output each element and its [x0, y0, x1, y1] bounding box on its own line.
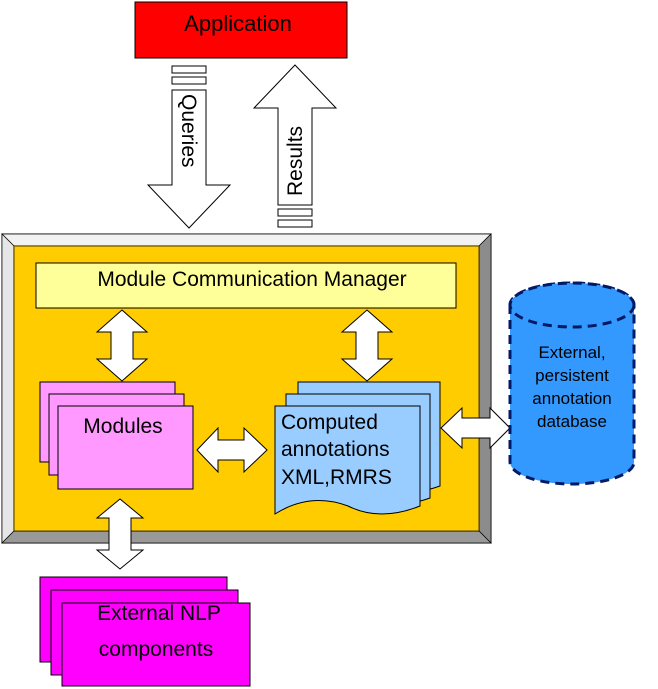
database-cylinder: [508, 281, 636, 486]
queries-stripe: [171, 76, 207, 85]
manager-modules-arrow: [95, 309, 149, 382]
manager-node: Module Communication Manager: [35, 262, 457, 309]
annotations-line3: XML,RMRS: [281, 466, 392, 489]
nlp-box: [61, 602, 251, 687]
annotations-node: Computed annotations XML,RMRS: [274, 381, 441, 515]
database-node: External, persistent annotation database: [508, 281, 636, 486]
queries-arrow-shape: [146, 89, 232, 229]
results-arrow-shape: [252, 64, 338, 206]
modules-nlp-arrow: [95, 498, 145, 570]
modules-node: Modules: [39, 381, 194, 490]
modules-box: [57, 405, 194, 490]
nlp-line1: External NLP: [97, 602, 221, 625]
results-label: Results: [284, 126, 307, 196]
queries-arrow: Queries: [146, 65, 232, 229]
application-node: Application: [134, 1, 348, 59]
modules-label: Modules: [83, 415, 162, 438]
results-arrow: Results: [252, 64, 338, 228]
nlp-node: External NLP components: [39, 576, 251, 687]
annotations-line1: Computed: [281, 411, 378, 434]
manager-box: [35, 262, 457, 309]
database-line1: External,: [538, 343, 605, 362]
application-label: Application: [184, 11, 292, 36]
manager-label: Module Communication Manager: [97, 268, 406, 291]
database-line4: database: [537, 412, 607, 431]
queries-label: Queries: [177, 94, 200, 168]
results-stripe: [277, 208, 313, 217]
annotations-box: [274, 405, 421, 515]
database-line3: annotation: [532, 389, 611, 408]
database-line2: persistent: [535, 366, 609, 385]
database-top: [508, 281, 636, 329]
modules-annotations-arrow: [196, 426, 268, 474]
nlp-line2: components: [99, 638, 213, 661]
application-box: [134, 1, 348, 59]
queries-stripe: [171, 65, 207, 74]
manager-annotations-arrow: [340, 309, 394, 382]
annotations-line2: annotations: [281, 438, 390, 461]
results-stripe: [277, 219, 313, 228]
